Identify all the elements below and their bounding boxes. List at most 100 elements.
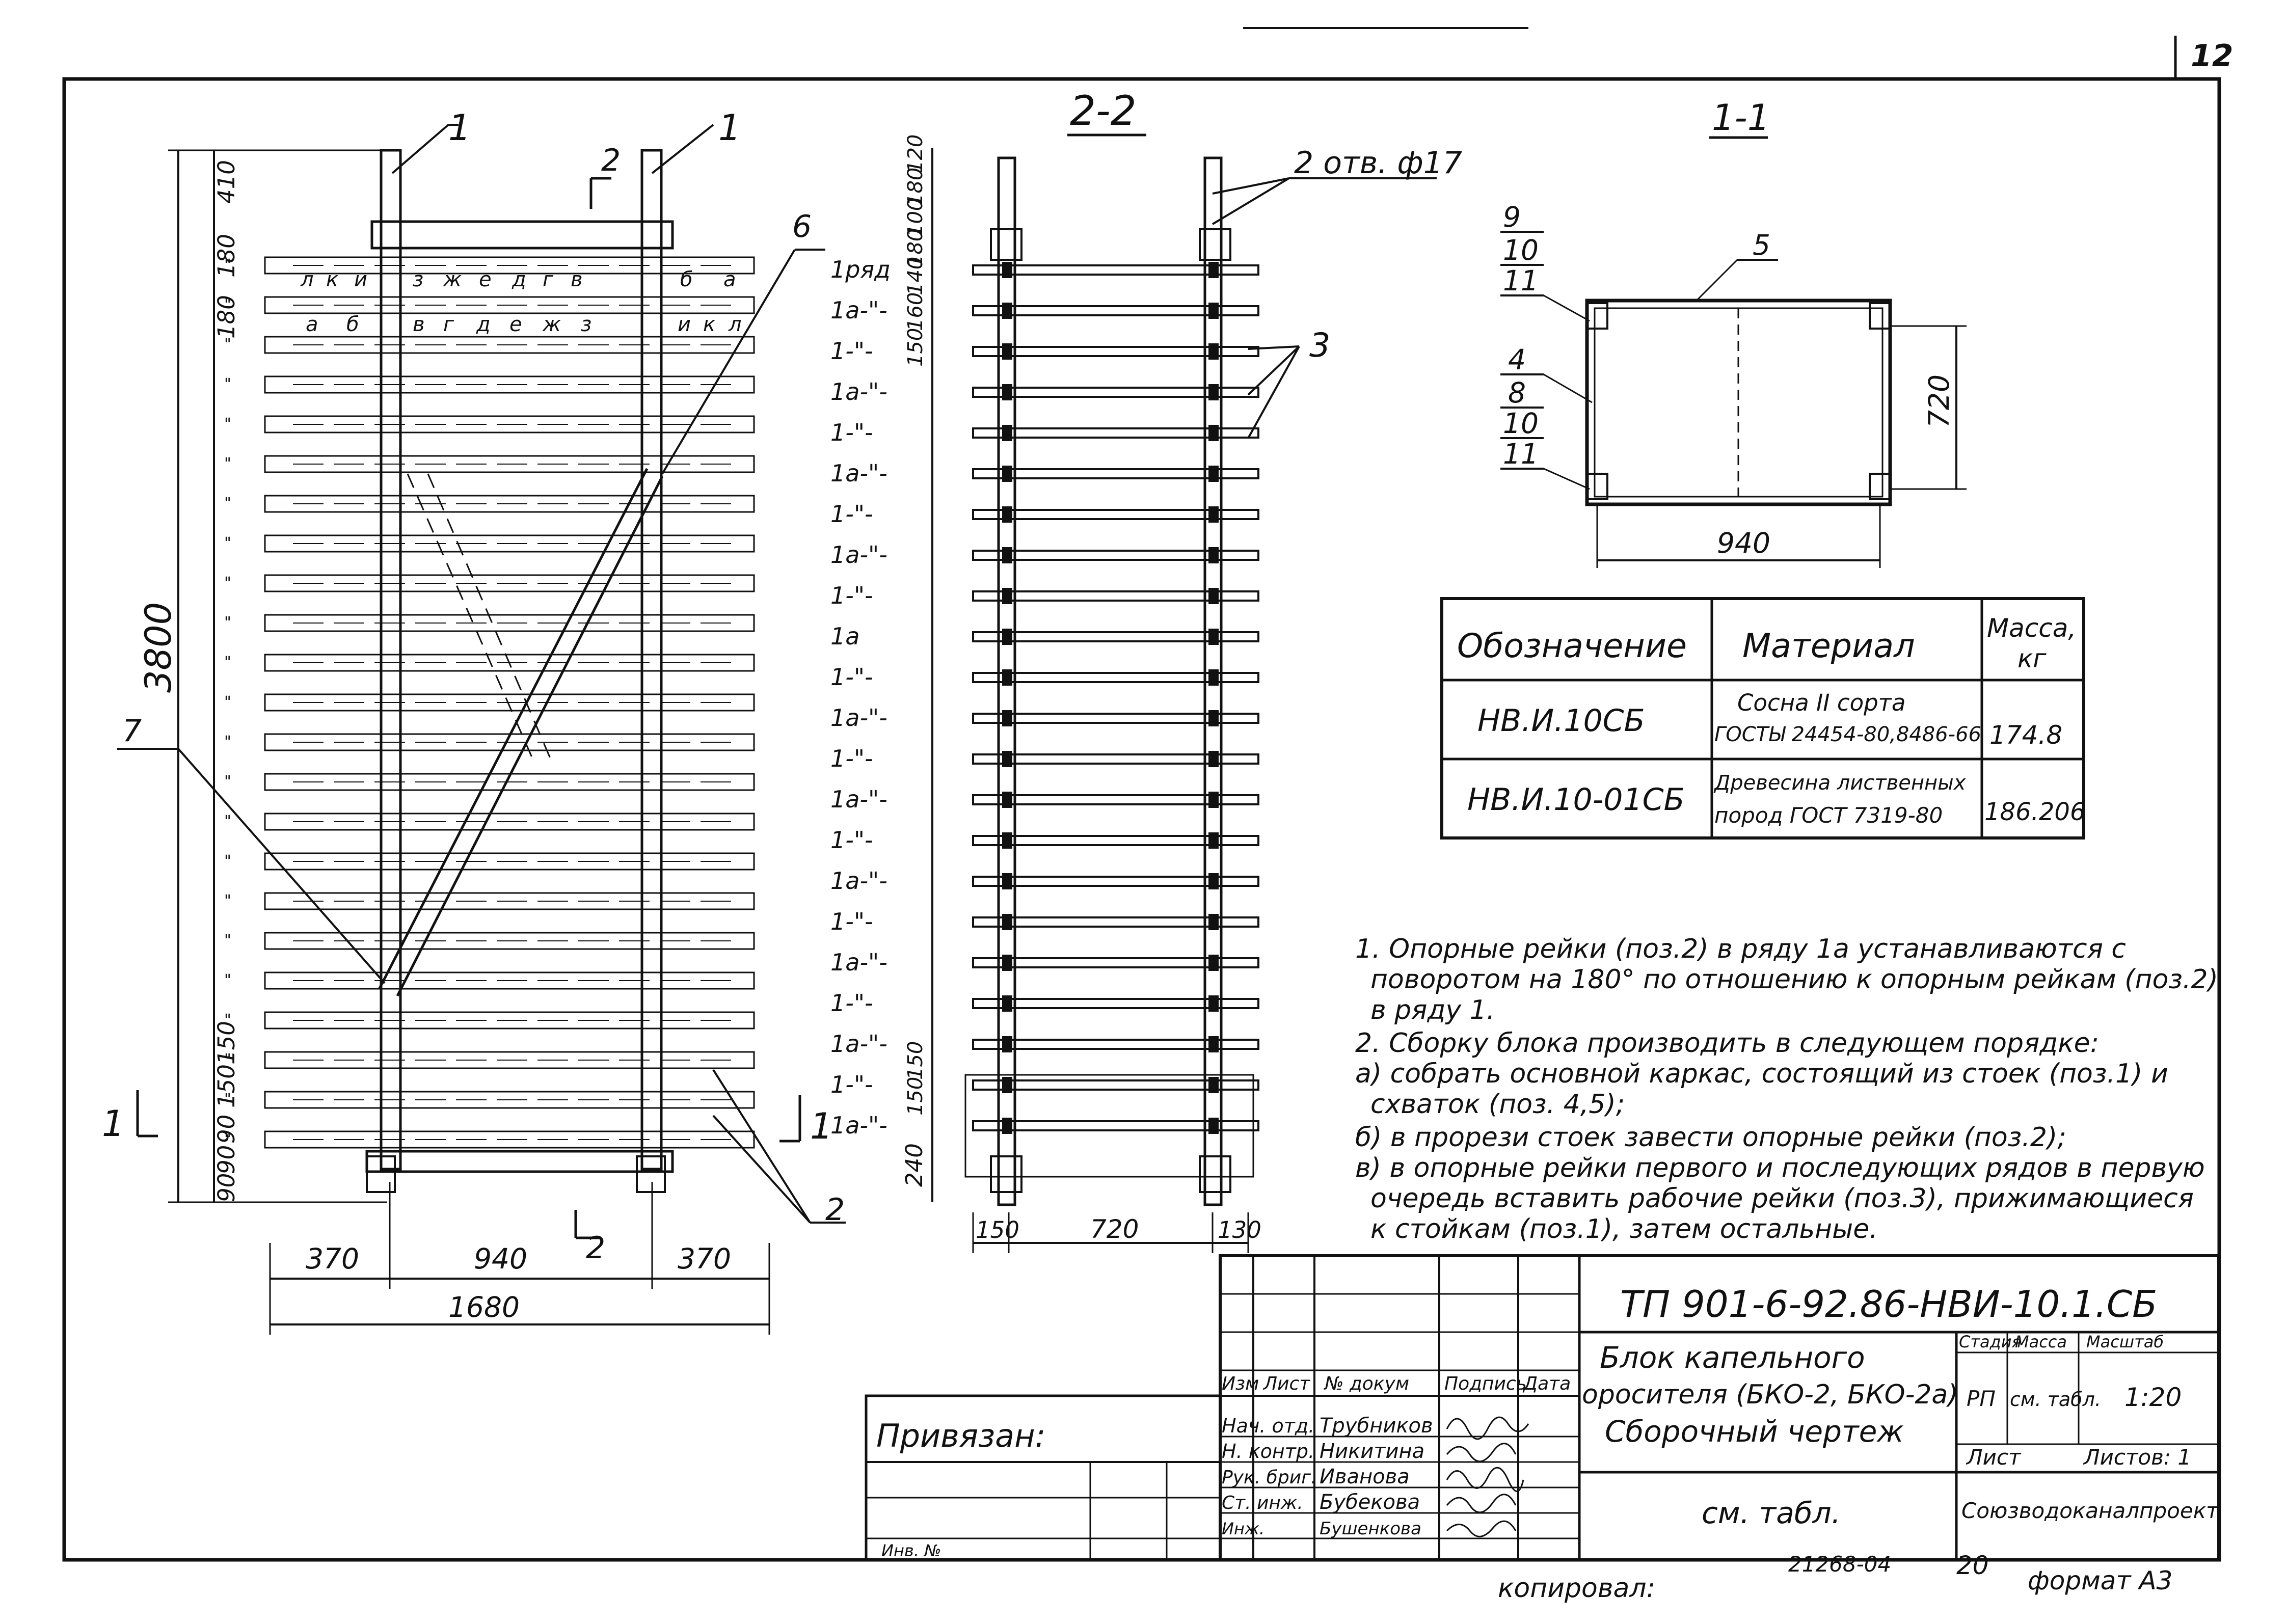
table-cell: ГОСТЫ 24454-80,8486-66 bbox=[1714, 723, 1981, 746]
top-brace bbox=[370, 220, 674, 250]
dim-vertical: 180 bbox=[904, 229, 927, 267]
slat-letter: е bbox=[479, 268, 492, 291]
callout-1-right: 1 bbox=[718, 107, 741, 149]
table-cell: Древесина лиственных bbox=[1713, 771, 1966, 795]
working-slat bbox=[972, 387, 1259, 398]
support-slat bbox=[264, 1130, 755, 1149]
mass-value: см. табл. bbox=[2010, 1388, 2101, 1411]
slat-notch bbox=[1208, 547, 1219, 563]
slat-notch bbox=[1208, 1036, 1219, 1052]
note-line: поворотом на 180° по отношению к опорным… bbox=[1370, 964, 2218, 995]
slat-notch bbox=[1208, 792, 1219, 808]
slat-notch bbox=[1208, 466, 1219, 482]
slat-notch bbox=[1002, 629, 1012, 645]
support-slat bbox=[264, 1091, 755, 1109]
note-line: схваток (поз. 4,5); bbox=[1370, 1089, 1625, 1120]
row-label: 1а-"- bbox=[830, 786, 887, 813]
working-slat bbox=[972, 835, 1259, 846]
table-header: кг bbox=[2017, 644, 2047, 673]
row-label: 1-"- bbox=[830, 908, 873, 935]
slat-letter: г bbox=[543, 268, 554, 291]
table-cell: Сосна II сорта bbox=[1737, 689, 1905, 716]
slat-notch bbox=[1002, 1077, 1012, 1093]
row-label: 1а-"- bbox=[830, 949, 887, 976]
working-slat bbox=[972, 264, 1259, 276]
slat-tick: " bbox=[224, 455, 231, 473]
format-label: формат А3 bbox=[2028, 1566, 2172, 1595]
note-line: а) собрать основной каркас, состоящий из… bbox=[1355, 1059, 2168, 1089]
note-line: б) в прорези стоек завести опорные рейки… bbox=[1355, 1122, 2066, 1153]
name-line: Сборочный чертеж bbox=[1605, 1414, 1904, 1449]
slat-notch bbox=[1002, 466, 1012, 482]
slat-notch bbox=[1208, 262, 1219, 278]
dim-bottom: 720 bbox=[1090, 1214, 1139, 1244]
slat-notch bbox=[1208, 832, 1219, 849]
slat-notch bbox=[1002, 669, 1012, 686]
stage-header: Стадия bbox=[1959, 1332, 2022, 1351]
table-cell: 186.206 bbox=[1984, 798, 2086, 826]
dim-left: 90 bbox=[213, 1145, 240, 1174]
slat-notch bbox=[1208, 343, 1219, 360]
working-slat bbox=[972, 916, 1259, 928]
label-10: 10 bbox=[1503, 234, 1539, 266]
table-header: Обозначение bbox=[1457, 627, 1687, 665]
slat-notch bbox=[1208, 588, 1219, 604]
slat-tick: " bbox=[224, 1051, 231, 1069]
support-slat bbox=[264, 574, 755, 592]
table-cell: НВ.И.10СБ bbox=[1477, 703, 1645, 739]
dim-vertical: 180 bbox=[904, 168, 927, 206]
slat-tick: " bbox=[224, 1091, 231, 1108]
dim-720: 720 bbox=[1923, 374, 1955, 428]
note-line: очередь вставить рабочие рейки (поз.3), … bbox=[1370, 1183, 2194, 1214]
row-label: 1-"- bbox=[830, 419, 873, 446]
dim-vertical: 240 bbox=[901, 1143, 928, 1187]
col-header: Дата bbox=[1522, 1373, 1571, 1394]
slat-tick: " bbox=[224, 693, 231, 711]
dim-940: 940 bbox=[1717, 527, 1770, 559]
callout-2: 2 bbox=[825, 1192, 845, 1228]
note-line: 1. Опорные рейки (поз.2) в ряду 1а устан… bbox=[1355, 934, 2126, 964]
support-slat bbox=[264, 932, 755, 950]
section-2-2: 2-2 1ряд1а-"-1-"-1а-"-1-"-1а-"-1-"-1а-"-… bbox=[830, 87, 1462, 1253]
slat-tick: " bbox=[224, 813, 231, 830]
note-line: 2. Сборку блока производить в следующем … bbox=[1355, 1028, 2099, 1059]
staff-name: Иванова bbox=[1320, 1465, 1410, 1488]
support-slat bbox=[264, 336, 755, 354]
working-slat bbox=[972, 590, 1259, 602]
inv-label: Инв. № bbox=[881, 1541, 941, 1560]
staff-name: Бубекова bbox=[1320, 1491, 1420, 1514]
slat-notch bbox=[1002, 506, 1012, 523]
frame-plan bbox=[1585, 299, 1892, 506]
slat-notch bbox=[1208, 425, 1219, 441]
support-slat bbox=[264, 296, 755, 314]
row-label: 1а-"- bbox=[830, 704, 887, 732]
working-slat bbox=[972, 794, 1259, 805]
slat-notch bbox=[1002, 955, 1012, 971]
slat-notch bbox=[1208, 1118, 1219, 1134]
slat-tick: " bbox=[224, 932, 231, 950]
row-label: 1а-"- bbox=[830, 459, 887, 487]
support-slat bbox=[264, 654, 755, 672]
bottom-brace bbox=[365, 1150, 674, 1173]
row-label: 1-"- bbox=[830, 745, 873, 772]
slat-tick: " bbox=[224, 773, 231, 791]
slat-notch bbox=[1002, 547, 1012, 563]
dim-left: 150 bbox=[213, 1064, 240, 1108]
row-label: 1а-"- bbox=[830, 541, 887, 569]
slat-tick: " bbox=[224, 495, 231, 512]
working-slat bbox=[972, 753, 1259, 765]
dim-vertical: 150 bbox=[904, 328, 927, 367]
slat-tick: " bbox=[224, 654, 231, 671]
working-slat bbox=[972, 1079, 1259, 1091]
slat-notch bbox=[1002, 792, 1012, 808]
slat-notch bbox=[1002, 384, 1012, 400]
slat-notch bbox=[1208, 995, 1219, 1012]
slat-notch bbox=[1002, 303, 1012, 319]
slat-notch bbox=[1002, 425, 1012, 441]
dim-total-height: 3800 bbox=[138, 602, 179, 693]
staff-role: Инж. bbox=[1222, 1519, 1264, 1538]
slat-letter: г bbox=[443, 313, 454, 336]
slat-letter: б bbox=[680, 268, 693, 291]
dim-vertical: 100 bbox=[904, 198, 927, 237]
callout-7: 7 bbox=[122, 713, 142, 749]
